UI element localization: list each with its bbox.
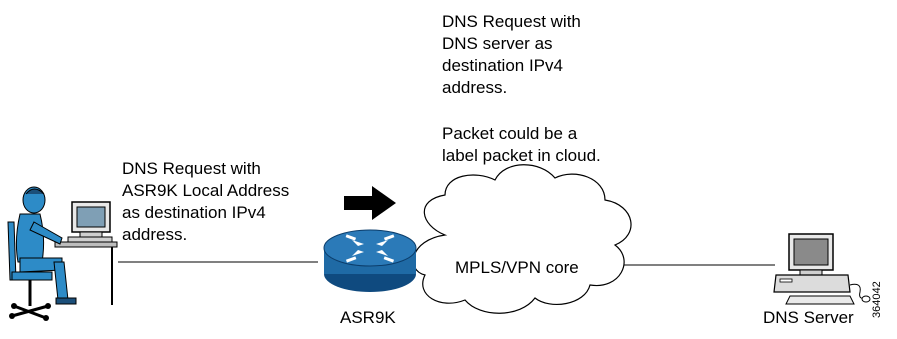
dns-server-workstation-icon	[773, 233, 871, 305]
server-label: DNS Server	[763, 308, 854, 327]
note-line: as destination IPv4	[122, 203, 266, 222]
note-line: DNS Request with	[442, 12, 581, 31]
router-icon	[323, 229, 417, 292]
note-line: address.	[122, 225, 188, 244]
asr9k-request-note: DNS Request with ASR9K Local Address as …	[122, 158, 289, 246]
figure-id: 364042	[871, 281, 883, 318]
router-label: ASR9K	[340, 308, 396, 327]
note-line: address.	[442, 78, 508, 97]
note-line: label packet in cloud.	[442, 146, 601, 165]
cloud-icon	[412, 164, 632, 314]
right-arrow-icon	[344, 186, 396, 220]
dns-server-request-note: DNS Request with DNS server as destinati…	[442, 11, 581, 99]
note-line: destination IPv4	[442, 56, 563, 75]
note-line: DNS Request with	[122, 159, 261, 178]
note-line: Packet could be a	[442, 124, 578, 143]
note-line: ASR9K Local Address	[122, 181, 290, 200]
user-at-workstation-icon	[7, 186, 118, 321]
note-line: DNS server as	[442, 34, 553, 53]
label-packet-note: Packet could be a label packet in cloud.	[442, 123, 601, 167]
cloud-label: MPLS/VPN core	[455, 258, 579, 277]
